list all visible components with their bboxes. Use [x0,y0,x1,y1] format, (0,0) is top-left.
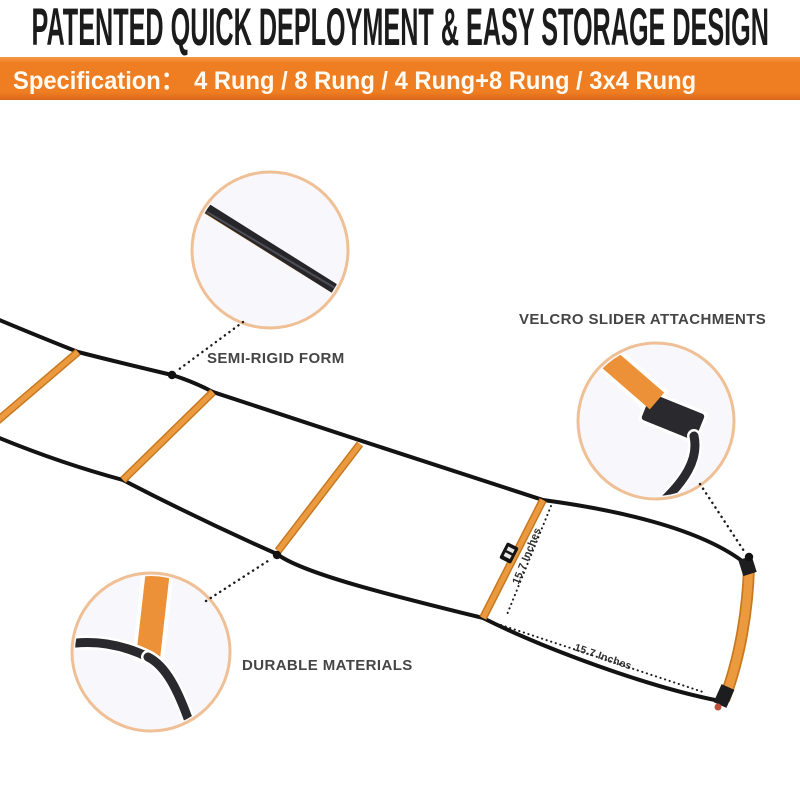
bottom-rail [0,436,722,703]
hanging-strap [655,431,700,496]
specification-bar: Specification： 4 Rung / 8 Rung / 4 Rung+8… [0,57,800,100]
rung-2-face [121,390,215,482]
junction-dot [272,550,282,560]
callout-line-durable [204,557,273,603]
brand-tag-bg [499,542,519,564]
semi-rigid-strap-closeup [195,196,345,302]
strap-highlight [206,211,336,289]
header: PATENTED QUICK DEPLOYMENT & EASY STORAGE… [0,0,800,57]
velcro-cap-bottom [713,684,735,708]
specification-text: Specification： 4 Rung / 8 Rung / 4 Rung+8… [13,61,696,97]
callout-line-velcro [698,482,746,553]
specification-label: Specification： [13,66,185,95]
measurement-lines [500,505,707,694]
specification-value: 4 Rung / 8 Rung / 4 Rung+8 Rung / 3x4 Ru… [194,66,697,95]
label-semi-rigid-form: SEMI-RIGID FORM [207,350,345,367]
junction-dot [167,370,177,380]
orange-rung-closeup [136,576,170,660]
magnifier-circle-semi-rigid [190,170,350,330]
measurement-line-rung-width [505,505,552,618]
cap-red-tip [714,703,722,711]
brand-tag-mark [506,546,515,554]
callout-lines [176,320,746,603]
side-strap-down [143,652,195,728]
page-title: PATENTED QUICK DEPLOYMENT & EASY STORAGE… [31,0,769,57]
velcro-cap-top [738,555,757,577]
velcro-black-pad [641,394,705,440]
brand-tag [499,542,519,564]
rung-3-face [276,442,362,553]
rung-1-face [0,350,80,422]
rung-5-face [720,565,754,702]
magnifier-circle-durable [70,571,232,733]
label-velcro-slider-attachments: VELCRO SLIDER ATTACHMENTS [519,311,767,328]
magnifier-circle-velcro [576,341,736,501]
callout-line-semi-rigid [176,320,245,372]
top-rail [0,318,748,566]
brand-tag-mark [503,552,512,560]
durable-joint-closeup [75,576,197,728]
label-durable-materials: DURABLE MATERIALS [242,657,413,674]
junction-dot [744,552,754,562]
